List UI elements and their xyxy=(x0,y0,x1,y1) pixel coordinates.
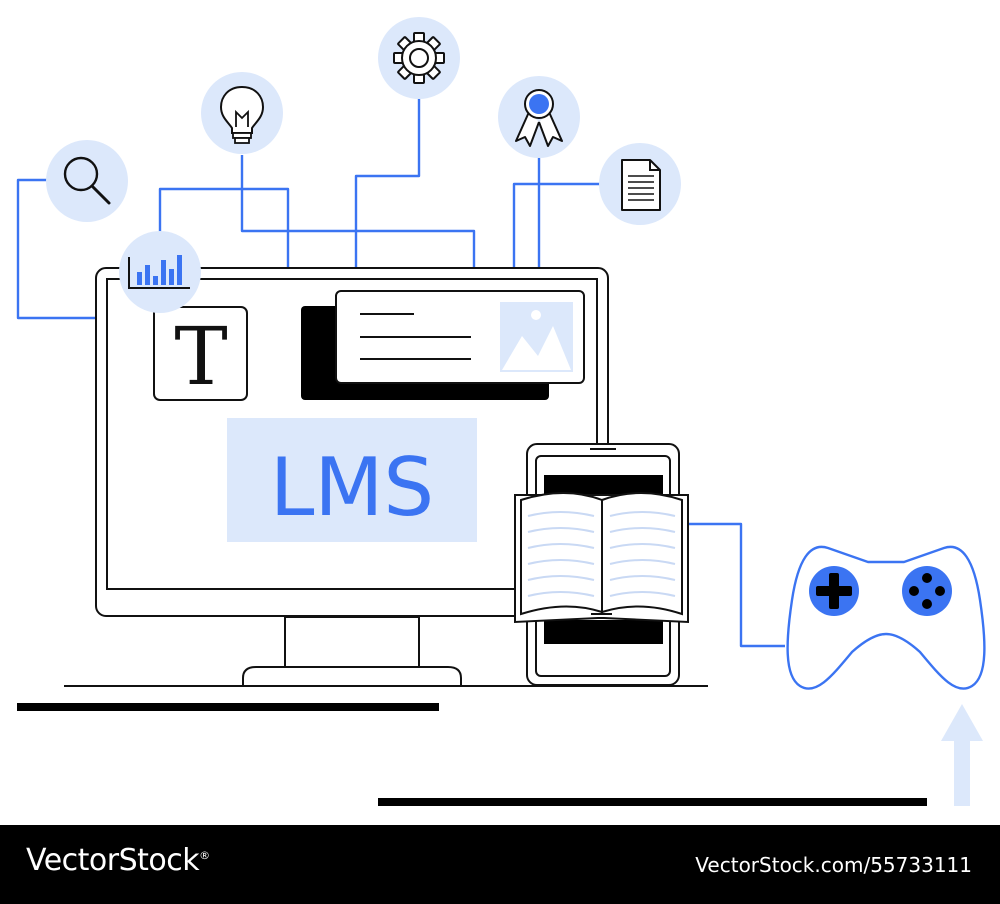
up-arrow-icon xyxy=(941,704,983,806)
brand-mark: ® xyxy=(199,849,210,862)
lms-illustration: T LMS xyxy=(16,17,986,806)
footer-watermark: VectorStock® VectorStock.com/55733111 xyxy=(0,825,1000,904)
document-icon xyxy=(599,143,681,225)
connector-lines xyxy=(16,98,785,648)
ground-bar-right xyxy=(378,798,927,806)
search-icon xyxy=(46,140,128,222)
lightbulb-icon xyxy=(201,72,283,154)
text-tool-glyph: T xyxy=(174,310,227,403)
image-icon xyxy=(500,302,573,372)
content-card xyxy=(301,290,585,400)
text-tool-box: T xyxy=(153,306,248,403)
bar-chart-icon xyxy=(119,231,201,313)
stock-id: VectorStock.com/55733111 xyxy=(695,853,972,877)
ground-bar-left xyxy=(17,703,439,711)
brand-name: VectorStock xyxy=(26,843,200,878)
lms-banner: LMS xyxy=(227,418,477,542)
lms-label: LMS xyxy=(270,441,434,534)
award-ribbon-icon xyxy=(498,76,580,158)
brand-logo: VectorStock® xyxy=(26,843,210,878)
gear-icon xyxy=(378,17,460,99)
open-book-icon xyxy=(514,492,689,624)
gamepad-icon xyxy=(786,545,986,690)
